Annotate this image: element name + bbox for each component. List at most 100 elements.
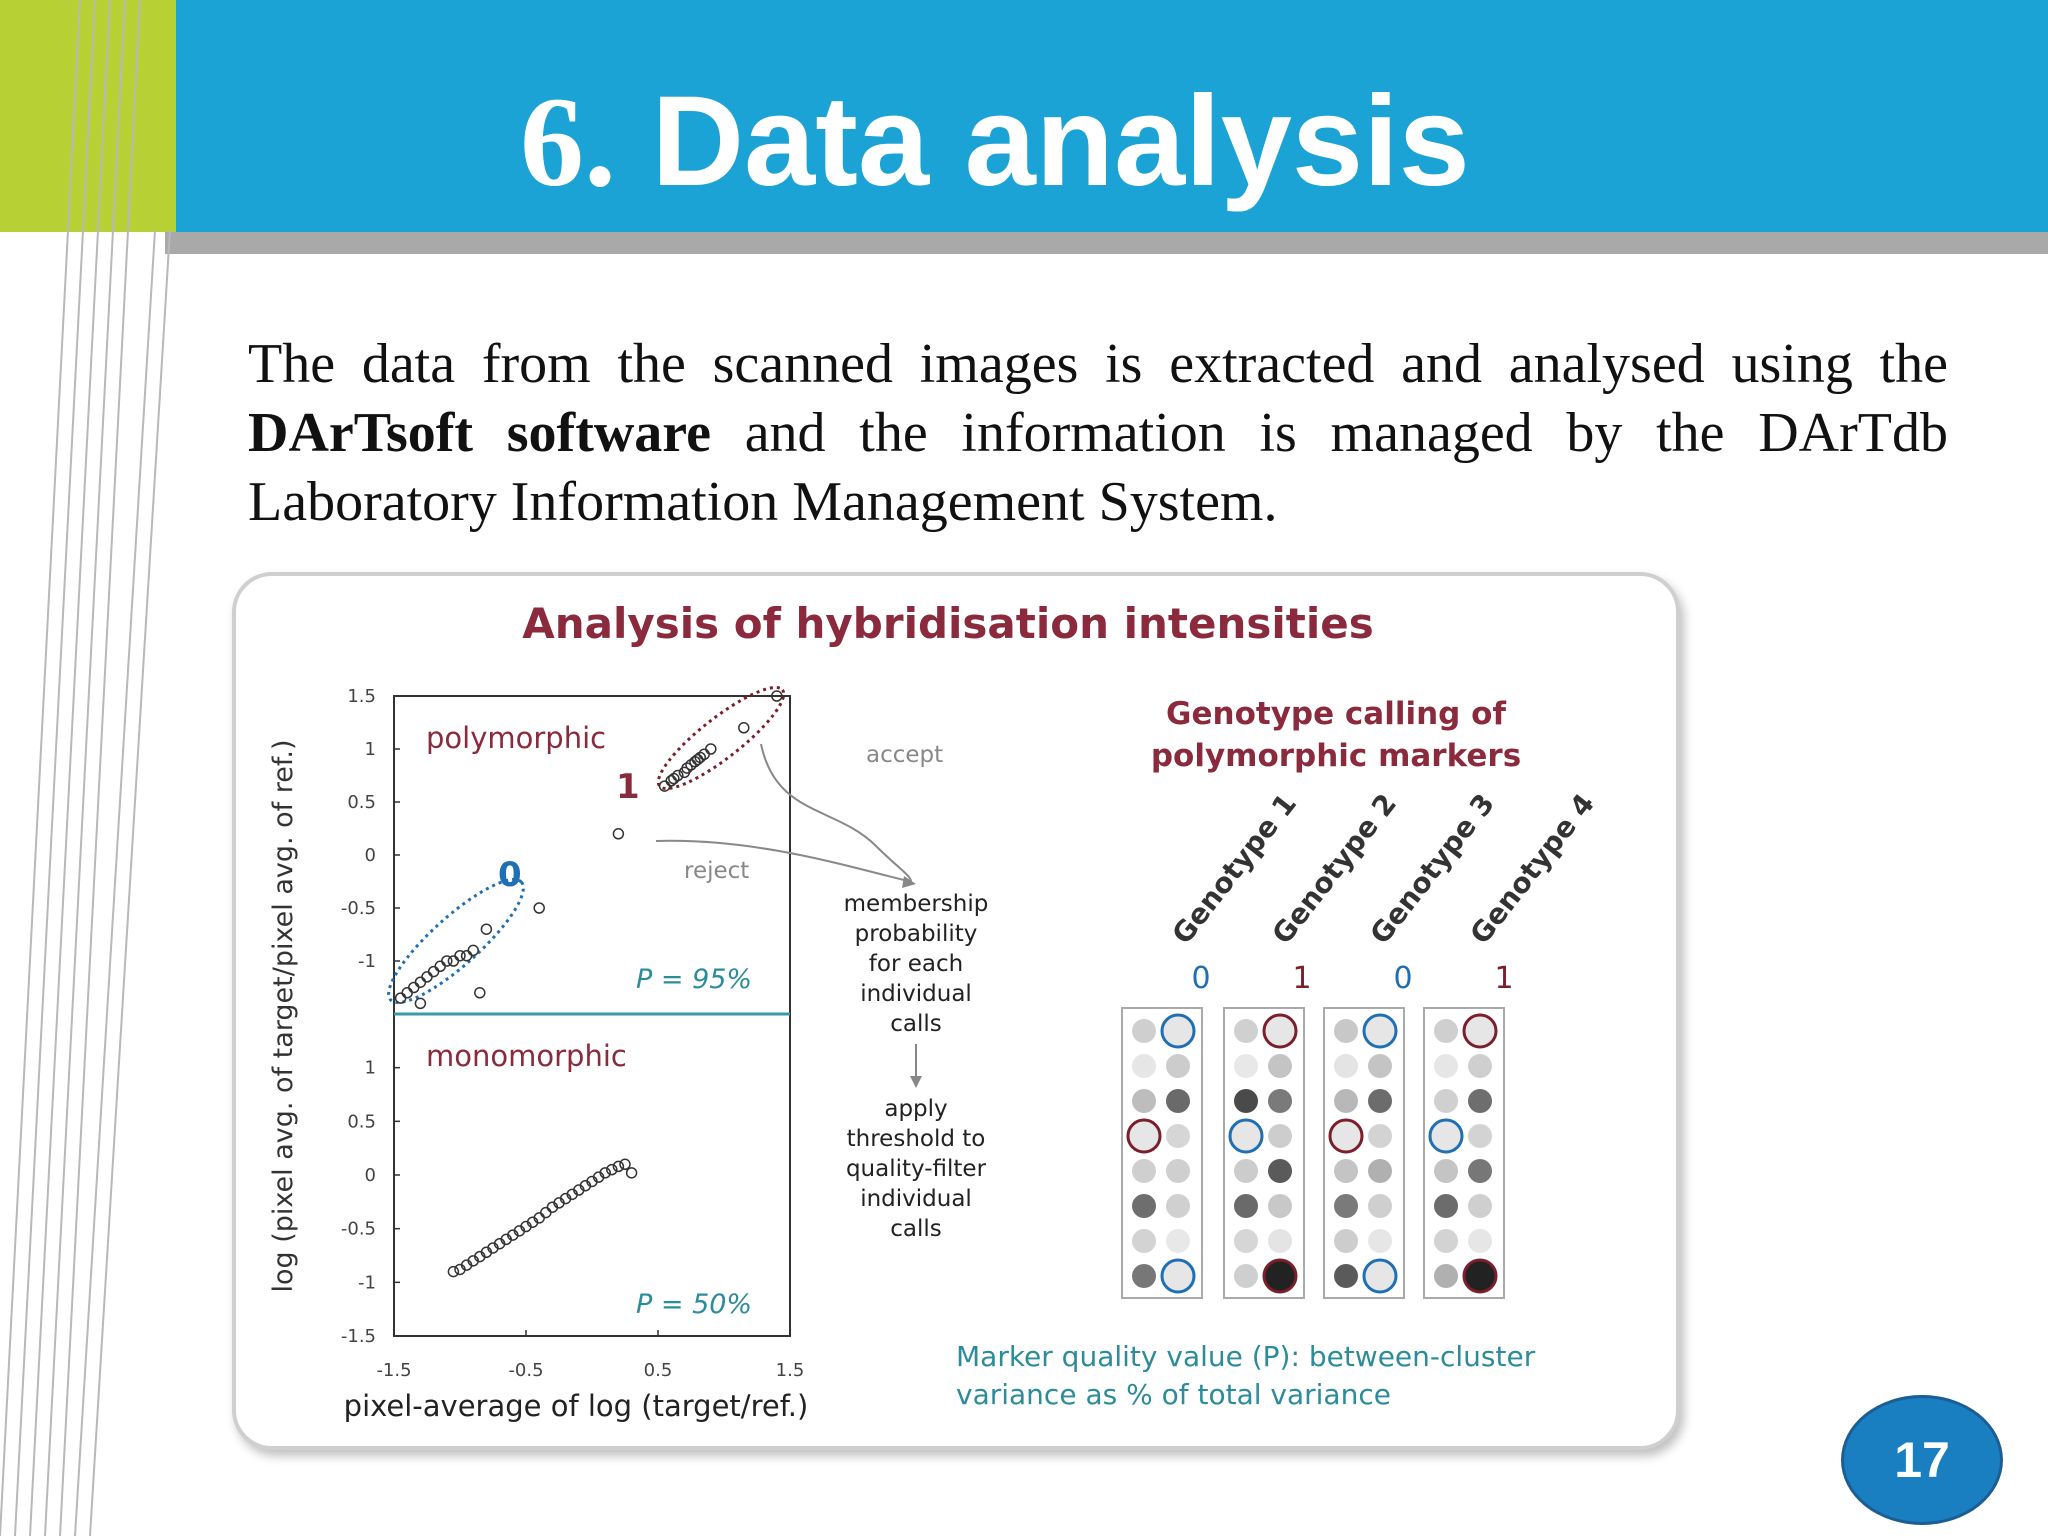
data-point xyxy=(427,965,440,978)
spot xyxy=(1234,1264,1258,1288)
y-tick-label: 0 xyxy=(365,845,376,866)
monomorphic-points xyxy=(447,1158,638,1278)
data-point xyxy=(401,987,413,999)
spot xyxy=(1132,1054,1156,1078)
y-tick-label: -1 xyxy=(358,1272,376,1293)
x-tick-label: -1.5 xyxy=(376,1360,411,1381)
called-spot-ring xyxy=(1262,1013,1298,1049)
reject-label: reject xyxy=(684,858,749,884)
x-tick-label: 0.5 xyxy=(644,1360,673,1381)
spot xyxy=(1334,1019,1358,1043)
spot xyxy=(1132,1089,1156,1113)
spot xyxy=(1132,1159,1156,1183)
header-band xyxy=(165,0,2048,232)
data-point xyxy=(612,1160,625,1173)
spot xyxy=(1368,1124,1392,1148)
down-arrow-head xyxy=(910,1076,922,1088)
cluster-0-ellipse xyxy=(387,877,525,1005)
genotype-3-call: 0 xyxy=(1393,961,1412,996)
x-tick-label: -0.5 xyxy=(508,1360,543,1381)
monomorphic-label: monomorphic xyxy=(426,1039,627,1073)
genotype-column-frame xyxy=(1323,1007,1405,1299)
data-point xyxy=(447,955,460,967)
spot xyxy=(1234,1159,1258,1183)
y-tick-label: -1 xyxy=(358,951,376,972)
spot xyxy=(1234,1229,1258,1253)
membership-text: membership probability for each individu… xyxy=(844,891,989,1037)
cluster-0-label: 0 xyxy=(498,855,522,895)
y-tick-label: 1 xyxy=(365,1058,376,1079)
data-point xyxy=(408,981,420,994)
data-point xyxy=(619,1158,631,1171)
spot xyxy=(1268,1124,1292,1148)
data-point xyxy=(738,722,750,734)
spot xyxy=(1468,1089,1492,1113)
figure-title: Analysis of hybridisation intensities xyxy=(522,599,1374,648)
spot xyxy=(1234,1194,1258,1218)
body-text-bold: DArTsoft software xyxy=(248,402,711,464)
genotype-heading-line: Genotype calling of xyxy=(1166,696,1506,732)
called-spot-ring xyxy=(1228,1118,1264,1154)
spot xyxy=(1268,1194,1292,1218)
genotype-column-frame xyxy=(1223,1007,1305,1299)
called-spot-ring xyxy=(1328,1118,1364,1154)
spot xyxy=(1132,1194,1156,1218)
spot xyxy=(1434,1159,1458,1183)
called-spot-ring xyxy=(1362,1258,1398,1294)
genotype-column-frame xyxy=(1121,1007,1203,1299)
genotype-heading-line: polymorphic markers xyxy=(1151,738,1521,774)
page-title: 6. Data analysis xyxy=(520,62,1820,222)
y-tick-label: 1 xyxy=(365,739,376,760)
spot xyxy=(1234,1089,1258,1113)
data-point xyxy=(606,1163,618,1176)
spot xyxy=(1234,1019,1258,1043)
apply-line: threshold to xyxy=(847,1126,986,1152)
spot xyxy=(1334,1089,1358,1113)
data-point xyxy=(394,992,407,1004)
apply-line: apply xyxy=(884,1096,947,1122)
data-point xyxy=(441,955,453,967)
called-spot-ring xyxy=(1160,1013,1196,1049)
spot xyxy=(1166,1089,1190,1113)
membership-line: calls xyxy=(890,1011,942,1037)
y-tick-label: 0.5 xyxy=(347,1111,376,1132)
spot xyxy=(1132,1264,1156,1288)
called-spot-ring xyxy=(1428,1118,1464,1154)
data-point xyxy=(705,743,717,755)
called-spot-ring xyxy=(1462,1013,1498,1049)
data-point xyxy=(454,949,466,962)
spot xyxy=(1368,1054,1392,1078)
spot xyxy=(1132,1229,1156,1253)
polymorphic-points xyxy=(394,690,783,1010)
caption-line: Marker quality value (P): between-cluste… xyxy=(956,1340,1536,1373)
data-point xyxy=(460,949,473,962)
analysis-figure: Analysis of hybridisation intensities lo… xyxy=(232,572,1680,1450)
membership-line: membership xyxy=(844,891,989,917)
spot xyxy=(1132,1019,1156,1043)
polymorphic-y-ticks: 1.510.50-0.5-1 xyxy=(341,686,400,972)
apply-text: apply threshold to quality-filter indivi… xyxy=(846,1096,987,1242)
spot xyxy=(1166,1194,1190,1218)
data-point xyxy=(434,960,446,973)
genotype-spot-columns xyxy=(1121,1007,1505,1299)
called-spot-ring xyxy=(1262,1258,1298,1294)
spot xyxy=(1166,1159,1190,1183)
called-spot-ring xyxy=(1160,1258,1196,1294)
data-point xyxy=(672,769,684,782)
decorative-lines xyxy=(0,0,171,1536)
spot xyxy=(1234,1054,1258,1078)
y-axis-label: log (pixel avg. of target/pixel avg. of … xyxy=(268,739,299,1292)
data-point xyxy=(421,971,433,983)
membership-line: individual xyxy=(860,981,972,1007)
spot xyxy=(1268,1229,1292,1253)
data-point xyxy=(414,997,427,1010)
accept-arrow xyxy=(760,743,912,882)
data-point xyxy=(414,976,427,988)
data-point xyxy=(625,1167,638,1179)
spot xyxy=(1268,1089,1292,1113)
spot xyxy=(1468,1194,1492,1218)
spot xyxy=(1368,1229,1392,1253)
x-axis-label: pixel-average of log (target/ref.) xyxy=(344,1389,809,1423)
page-number-badge: 17 xyxy=(1841,1395,2003,1525)
caption-line: variance as % of total variance xyxy=(956,1378,1391,1411)
